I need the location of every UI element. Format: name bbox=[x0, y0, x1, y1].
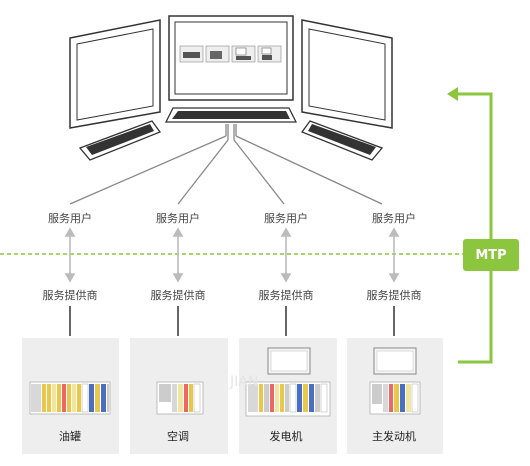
mtp-badge: MTP bbox=[463, 239, 519, 271]
service-user-label-4: 服务用户 bbox=[372, 212, 416, 225]
device-label-ac: 空调 bbox=[167, 430, 189, 443]
connection-lines bbox=[69, 124, 383, 205]
controller-rack-generator bbox=[245, 347, 331, 417]
service-user-label-1: 服务用户 bbox=[48, 212, 92, 225]
service-provider-label-4: 服务提供商 bbox=[366, 289, 422, 302]
controller-rack-engine bbox=[369, 347, 421, 415]
service-provider-label-1: 服务提供商 bbox=[42, 289, 98, 302]
device-label-engine: 主发动机 bbox=[372, 430, 416, 443]
service-user-label-2: 服务用户 bbox=[156, 212, 200, 225]
monitor-right bbox=[300, 19, 393, 161]
mtp-bracket bbox=[458, 92, 493, 364]
service-provider-label-2: 服务提供商 bbox=[150, 289, 206, 302]
device-label-tank: 油罐 bbox=[59, 430, 81, 443]
watermark: JIAN bbox=[229, 374, 258, 390]
monitor-left bbox=[69, 19, 162, 161]
service-user-label-3: 服务用户 bbox=[264, 212, 308, 225]
bidirectional-arrows bbox=[64, 227, 400, 283]
service-provider-label-3: 服务提供商 bbox=[258, 289, 314, 302]
controller-rack-tank bbox=[29, 381, 111, 415]
mtp-arrow-head bbox=[447, 87, 458, 101]
device-label-generator: 发电机 bbox=[269, 430, 303, 443]
provider-device-links bbox=[69, 306, 395, 336]
controller-rack-ac bbox=[156, 381, 204, 415]
monitor-center bbox=[164, 15, 298, 123]
